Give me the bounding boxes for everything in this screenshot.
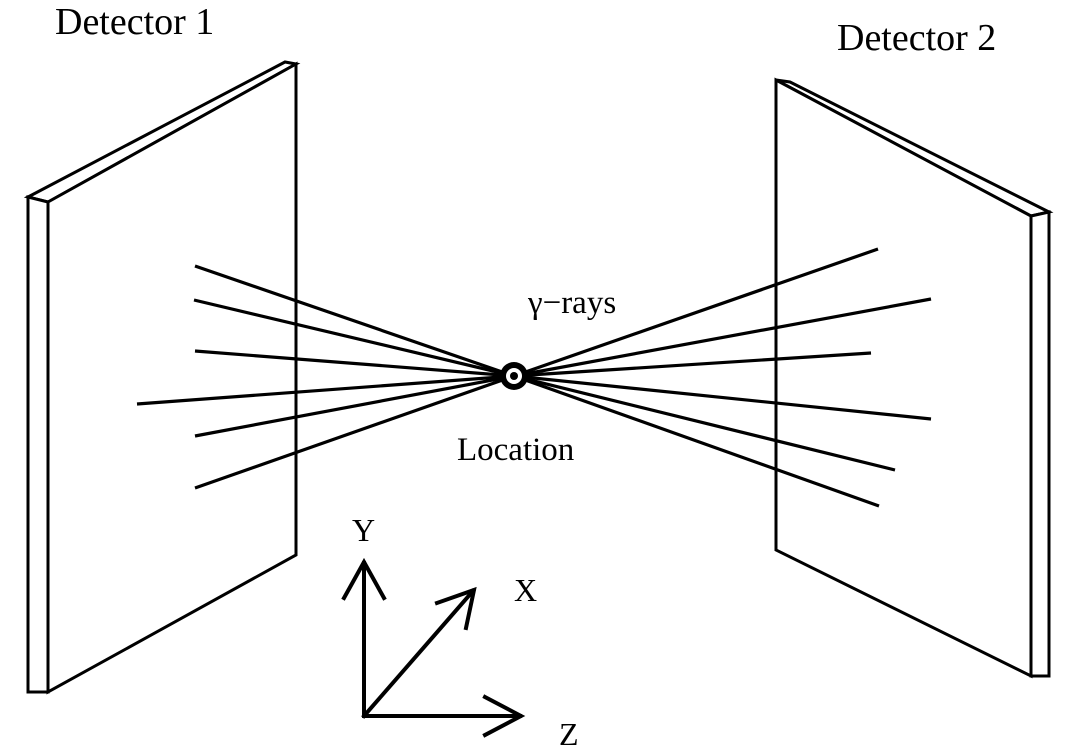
z-axis-label: Z	[559, 716, 579, 750]
gamma-ray	[513, 297, 932, 378]
gamma-ray	[513, 374, 896, 472]
z-arrowhead	[482, 694, 526, 738]
gamma-ray	[194, 264, 515, 378]
x-axis-label: X	[514, 572, 537, 608]
detector-2-face	[774, 77, 1033, 679]
gamma-ray	[193, 298, 515, 378]
detector-2-label: Detector 2	[837, 17, 996, 59]
gamma-rays-left	[136, 264, 515, 490]
gamma-ray	[513, 247, 879, 378]
source-location-marker	[500, 362, 528, 390]
x-arrowhead	[434, 586, 477, 631]
gamma-ray	[194, 374, 515, 438]
gamma-rays-right	[513, 247, 932, 508]
detector-1-label: Detector 1	[55, 1, 214, 43]
gamma-ray	[513, 351, 872, 378]
detector-2-side-edge	[1029, 210, 1051, 678]
gamma-ray	[136, 374, 515, 406]
gamma-ray	[194, 374, 515, 490]
gamma-rays-label: γ−rays	[527, 285, 616, 321]
y-axis-label: Y	[352, 512, 375, 548]
source-dot	[510, 372, 518, 380]
location-label: Location	[457, 432, 574, 468]
x-axis	[361, 588, 476, 719]
gamma-ray	[194, 349, 515, 378]
coordinate-axes	[341, 557, 526, 738]
y-arrowhead	[341, 557, 387, 601]
detector-1-face	[46, 61, 298, 695]
detector-1-panel	[23, 60, 301, 695]
detector-2-panel	[774, 77, 1054, 679]
gamma-ray	[513, 374, 932, 421]
gamma-ray	[513, 374, 880, 508]
detector-1-side-edge	[26, 195, 50, 694]
